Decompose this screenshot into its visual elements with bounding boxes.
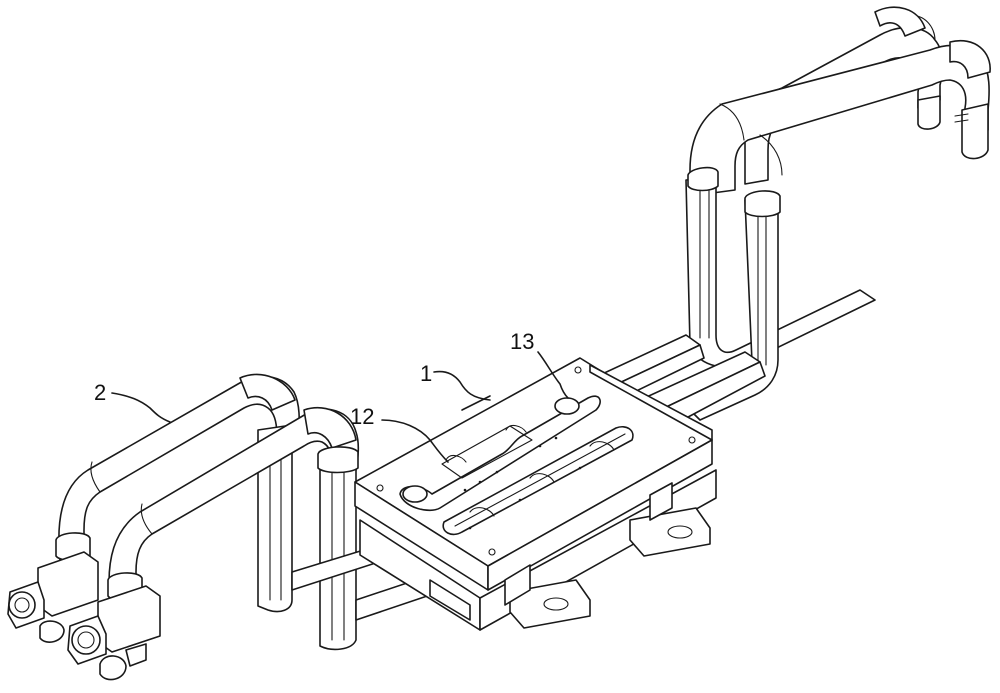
label-12: 12 <box>350 404 374 429</box>
label-2: 2 <box>94 380 106 405</box>
label-13: 13 <box>510 329 534 354</box>
left-pipe-assembly <box>7 373 446 681</box>
leader-lines <box>111 351 569 463</box>
right-pipe-assembly <box>599 6 991 425</box>
base-plate <box>354 357 717 631</box>
label-1: 1 <box>420 361 432 386</box>
